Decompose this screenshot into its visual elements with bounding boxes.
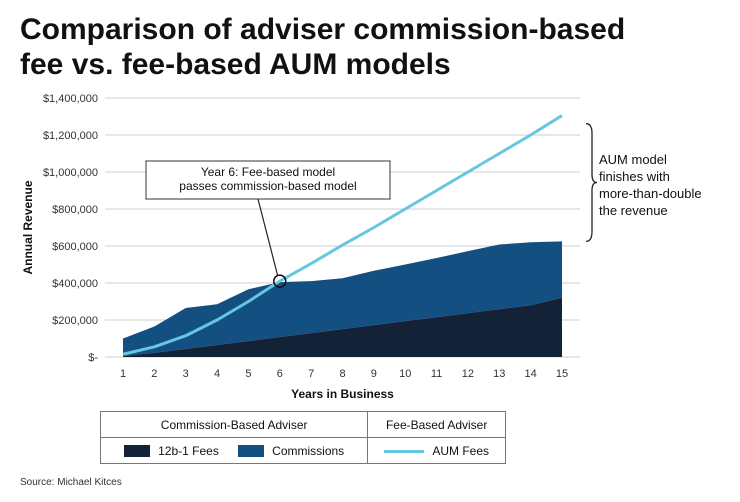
x-tick-label-8: 9 xyxy=(371,368,377,380)
x-tick-label-14: 15 xyxy=(556,368,568,380)
x-tick-label-13: 14 xyxy=(525,368,537,380)
y-axis-title: Annual Revenue xyxy=(21,180,35,274)
y-axis-ticks: $- $200,000 $400,000 $600,000 $800,000 $1,000… xyxy=(43,93,98,364)
side-note-line-0: AUM model xyxy=(599,152,667,167)
stacked-areas xyxy=(123,241,562,357)
swatch-commissions xyxy=(238,445,265,458)
x-tick-label-7: 8 xyxy=(339,368,345,380)
legend-commission-items: 12b-1 Fees Commissions xyxy=(99,437,369,464)
x-tick-label-0: 1 xyxy=(120,368,126,380)
x-tick-label-10: 11 xyxy=(431,368,442,380)
x-tick-label-1: 2 xyxy=(151,368,157,380)
callout-pointer xyxy=(257,198,279,277)
x-tick-label-2: 3 xyxy=(183,368,189,380)
callout-text-line-1: passes commission-based model xyxy=(179,179,356,193)
y-tick-label-4: $800,000 xyxy=(52,204,98,216)
legend-label-aum: AUM Fees xyxy=(432,443,489,458)
crossover-marker xyxy=(273,274,287,288)
legend-group-commission: Commission-Based Adviser xyxy=(99,411,369,438)
x-tick-label-9: 10 xyxy=(399,368,411,380)
y-tick-label-2: $400,000 xyxy=(52,278,98,290)
side-note-line-2: more-than-double xyxy=(599,186,702,201)
swatch-aum xyxy=(384,449,425,453)
x-tick-label-6: 7 xyxy=(308,368,314,380)
legend-fee-items: AUM Fees xyxy=(367,437,506,464)
area-12b1-fees xyxy=(123,297,562,357)
series-lines xyxy=(122,114,563,356)
x-tick-label-4: 5 xyxy=(245,368,251,380)
callout-text-line-0: Year 6: Fee-based model xyxy=(201,165,335,179)
chart-title: Comparison of adviser commission-based f… xyxy=(20,13,626,81)
source-note: Source: Michael Kitces xyxy=(20,477,122,488)
y-tick-label-5: $1,000,000 xyxy=(43,167,98,179)
y-tick-label-1: $200,000 xyxy=(52,315,98,327)
y-tick-label-6: $1,200,000 xyxy=(43,130,98,142)
x-tick-label-12: 13 xyxy=(493,368,505,380)
brace xyxy=(585,122,598,243)
x-tick-label-11: 12 xyxy=(462,368,474,380)
area-commissions xyxy=(123,241,562,357)
legend-label-commissions: Commissions xyxy=(272,443,345,458)
x-axis-title: Years in Business xyxy=(291,387,394,401)
legend-group-fee: Fee-Based Adviser xyxy=(367,411,506,438)
legend-item-aum: AUM Fees xyxy=(384,444,489,458)
y-tick-label-3: $600,000 xyxy=(52,241,98,253)
y-tick-label-7: $1,400,000 xyxy=(43,93,98,105)
x-tick-label-5: 6 xyxy=(277,368,283,380)
swatch-12b1 xyxy=(124,445,151,458)
y-tick-label-0: $- xyxy=(88,352,98,364)
side-note-line-3: the revenue xyxy=(599,203,668,218)
legend-item-12b1: 12b-1 Fees xyxy=(124,444,219,458)
x-tick-label-3: 4 xyxy=(214,368,220,380)
revenue-chart: $- $200,000 $400,000 $600,000 $800,000 $1,000… xyxy=(21,93,702,401)
legend-item-commissions: Commissions xyxy=(238,444,344,458)
side-note-line-1: finishes with xyxy=(599,169,670,184)
legend-label-12b1: 12b-1 Fees xyxy=(158,443,219,458)
legend: Commission-Based Adviser Fee-Based Advis… xyxy=(99,411,506,464)
callout-box xyxy=(145,160,391,200)
line-aum-fees xyxy=(122,114,563,356)
